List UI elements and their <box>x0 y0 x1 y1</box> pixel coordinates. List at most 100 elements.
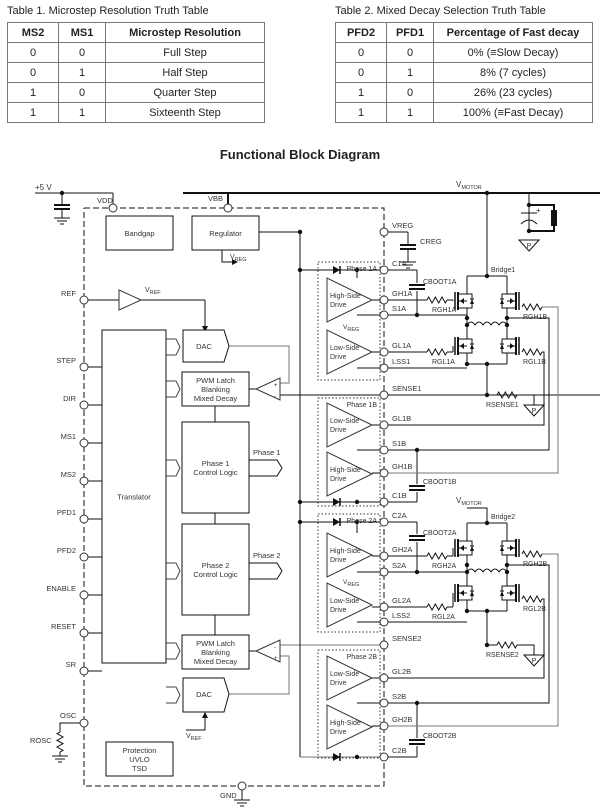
diode-icon <box>333 518 340 526</box>
cboot1b-label: CBOOT1B <box>423 479 457 486</box>
bandgap-block <box>105 215 174 251</box>
osc-pin <box>79 718 89 728</box>
rsense-2-label: RSENSE2 <box>486 652 519 659</box>
bridge-2-label: Bridge2 <box>491 514 515 521</box>
rgl-2b-label: RGL2B <box>523 606 546 613</box>
input-label-ref: REF <box>61 289 76 298</box>
pin-gh1a <box>379 295 389 305</box>
rgh-1a-label: RGH1A <box>432 307 456 314</box>
dac1-block <box>182 329 230 363</box>
dac2-block <box>182 677 230 713</box>
rosc-label: ROSC <box>30 736 52 745</box>
junction-dot <box>414 312 420 318</box>
pin-c2b <box>379 752 389 762</box>
low-side-driver-1b-label: Low-Side <box>330 418 359 425</box>
vmotor-label: VMOTOR <box>456 180 482 191</box>
rgl-1a-label: RGL1A <box>432 359 455 366</box>
pin-lss1 <box>379 363 389 373</box>
table1-caption: Table 1. Microstep Resolution Truth Tabl… <box>7 5 209 17</box>
high-side-driver-1a-label: Drive <box>330 302 346 309</box>
pin-label-gl1b: GL1B <box>392 414 411 423</box>
junction-dot <box>504 562 510 568</box>
pin-s2a <box>379 567 389 577</box>
wire <box>517 394 535 405</box>
bus-arrow <box>166 338 181 356</box>
input-label-enable: ENABLE <box>46 584 76 593</box>
input-label-reset: RESET <box>51 622 76 631</box>
phase-group-1 <box>317 261 381 381</box>
pin-gl1b <box>379 420 389 430</box>
input-label-dir: DIR <box>63 394 77 403</box>
table1-header: Microstep Resolution <box>105 22 265 43</box>
creg-label: CREG <box>420 237 442 246</box>
mosfet-2-la <box>454 581 474 605</box>
low-side-driver-1b-label: Drive <box>330 427 346 434</box>
pin-c2a <box>379 517 389 527</box>
electrolytic-cap-icon <box>520 219 538 225</box>
high-side-driver-2b-label: High-Side <box>330 720 361 727</box>
dac2-label: DAC <box>196 690 212 699</box>
junction-dot <box>464 315 470 321</box>
power-ground-label: P <box>527 243 532 250</box>
phase-group-label: Phase 1B <box>347 402 378 409</box>
junction-dot <box>297 267 303 273</box>
input-pin-pfd1 <box>79 514 89 524</box>
bus-arrow <box>166 380 181 398</box>
input-pin-dir <box>79 400 89 410</box>
pin-label-lss1: LSS1 <box>392 357 410 366</box>
diode-icon <box>333 266 340 274</box>
pwm-latch-1-block-label: PWM Latch <box>196 376 235 385</box>
mosfet-2-ha <box>454 536 474 560</box>
rosc-resistor <box>55 731 65 753</box>
rgh-2a <box>426 551 448 561</box>
junction-dot <box>484 361 490 367</box>
mosfet-1-hb <box>500 289 520 313</box>
rgl-1a <box>426 347 448 357</box>
vref-signal-label: VREF <box>145 287 161 296</box>
input-pin-reset <box>79 628 89 638</box>
high-side-driver-2b-label: Drive <box>330 729 346 736</box>
table-cell: 100% (≡Fast Decay) <box>433 102 593 123</box>
junction-dot <box>526 202 532 208</box>
power-ground-icon <box>522 654 546 667</box>
pin-label-gh1a: GH1A <box>392 289 412 298</box>
high-side-driver-1b <box>326 451 374 497</box>
vdd-pin <box>108 203 118 213</box>
input-pin-sr <box>79 666 89 676</box>
pin-label-sense2: SENSE2 <box>392 634 422 643</box>
rgh-1b-label: RGH1B <box>523 314 547 321</box>
pin-s2b <box>379 698 389 708</box>
dac1-to-comparator <box>229 345 290 384</box>
plus-label: + <box>274 383 278 389</box>
pin-gl2b <box>379 673 389 683</box>
protection-block-label: TSD <box>132 764 148 773</box>
diagram-title: Functional Block Diagram <box>219 147 381 162</box>
minus-label: - <box>274 394 276 400</box>
motor-winding-2-icon <box>466 568 508 573</box>
pin-label-gh2a: GH2A <box>392 545 412 554</box>
regulator-block-label: Regulator <box>209 229 242 238</box>
osc-label: OSC <box>60 711 77 720</box>
input-pin-ms2 <box>79 476 89 486</box>
junction-dot <box>414 700 420 706</box>
rgh-2a-label: RGH2A <box>432 563 456 570</box>
pin-gh1b <box>379 468 389 478</box>
pwm-latch-2-block-label: Blanking <box>201 648 230 657</box>
pin-label-lss2: LSS2 <box>392 611 410 620</box>
gl-1b-wire <box>388 351 545 426</box>
pin-label-gh1b: GH1B <box>392 462 412 471</box>
junction-dot <box>484 520 490 526</box>
rgl-1b-label: RGL1B <box>523 359 546 366</box>
junction-dot <box>297 519 303 525</box>
comparator-2-icon <box>254 639 281 663</box>
junction-dot <box>484 392 490 398</box>
pwm-latch-2-block-label: PWM Latch <box>196 639 235 648</box>
vbb-pin <box>223 203 233 213</box>
arrow-icon <box>202 326 208 332</box>
junction-dot <box>414 447 420 453</box>
pin-gh2b <box>379 721 389 731</box>
